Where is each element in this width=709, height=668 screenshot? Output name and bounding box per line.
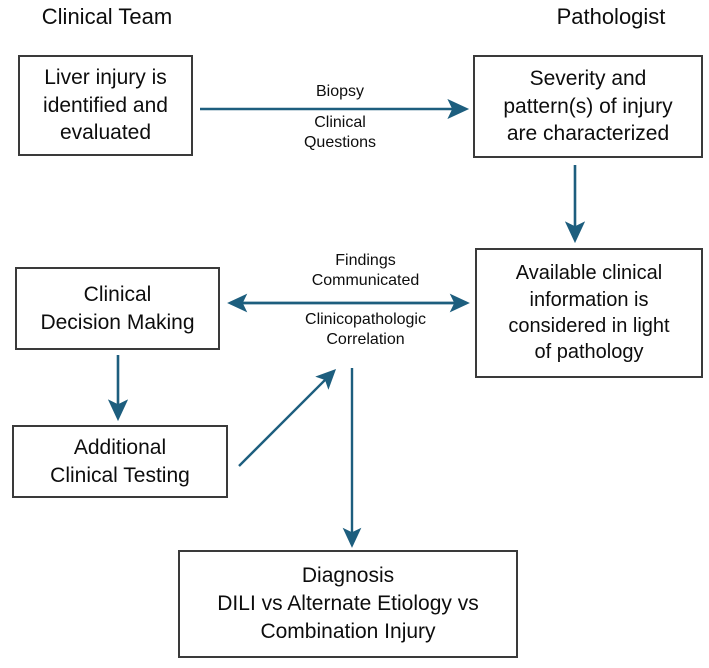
node-additional-clinical-testing[interactable]: Additional Clinical Testing [12, 425, 228, 498]
node-available-clinical-information[interactable]: Available clinical information is consid… [475, 248, 703, 378]
node-liver-injury[interactable]: Liver injury is identified and evaluated [18, 55, 193, 156]
node-diagnosis-label: Diagnosis DILI vs Alternate Etiology vs … [217, 564, 479, 643]
column-title-pathologist: Pathologist [556, 4, 666, 29]
arrow-testing-to-correlation [238, 368, 337, 467]
edge-label-clinicopathologic-correlation: Clinicopathologic Correlation [305, 311, 426, 348]
edge-label-clinical-questions: Clinical Questions [303, 114, 377, 151]
edge-label-findings-communicated: Findings Communicated [311, 252, 420, 289]
column-title-clinical-team: Clinical Team [41, 4, 173, 29]
node-additional-clinical-testing-label: Additional Clinical Testing [50, 435, 190, 487]
node-clinical-decision-making[interactable]: Clinical Decision Making [15, 267, 220, 350]
node-diagnosis[interactable]: Diagnosis DILI vs Alternate Etiology vs … [178, 550, 518, 658]
edge-label-biopsy: Biopsy [315, 83, 365, 100]
node-liver-injury-label: Liver injury is identified and evaluated [43, 65, 168, 145]
node-severity-and-pattern-label: Severity and pattern(s) of injury are ch… [503, 66, 673, 146]
node-clinical-decision-making-label: Clinical Decision Making [40, 282, 195, 334]
node-available-clinical-information-label: Available clinical information is consid… [508, 262, 670, 364]
node-severity-and-pattern[interactable]: Severity and pattern(s) of injury are ch… [473, 55, 703, 158]
